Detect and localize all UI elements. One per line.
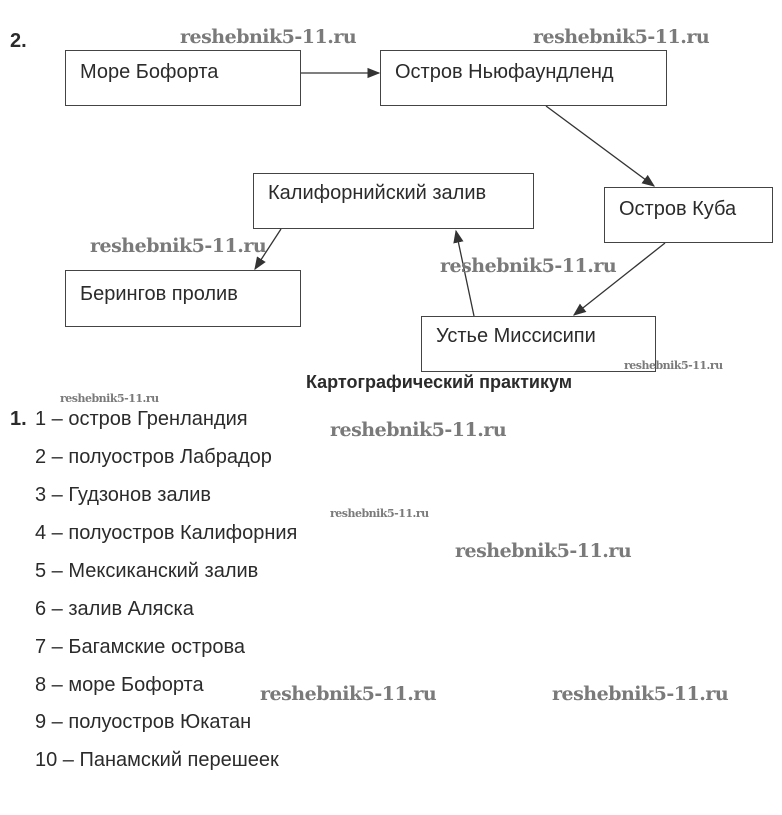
box-gulf-of-california: Калифорнийский залив (253, 173, 534, 229)
list-item: 7 – Багамские острова (35, 636, 245, 658)
list-item: 9 – полуостров Юкатан (35, 711, 252, 733)
list-item: 1 – остров Гренландия (35, 408, 248, 430)
list-item: 4 – полуостров Калифорния (35, 522, 298, 544)
box-mississippi-delta: Устье Миссисипи (421, 316, 656, 372)
task-2-number: 2. (10, 30, 27, 52)
watermark: reshebnik5-11.ru (330, 507, 429, 520)
watermark: reshebnik5-11.ru (455, 540, 632, 562)
task-1-number: 1. (10, 408, 27, 430)
watermark: reshebnik5-11.ru (624, 359, 723, 372)
watermark: reshebnik5-11.ru (60, 392, 159, 405)
list-item: 2 – полуостров Лабрадор (35, 446, 272, 468)
watermark: reshebnik5-11.ru (90, 235, 267, 257)
box-cuba: Остров Куба (604, 187, 773, 243)
arrow-cuba-mississippi (572, 242, 666, 316)
list-item: 10 – Панамский перешеек (35, 749, 279, 771)
arrow-california-bering (254, 228, 282, 271)
watermark: reshebnik5-11.ru (330, 419, 507, 441)
watermark: reshebnik5-11.ru (440, 255, 617, 277)
section-title: Картографический практикум (305, 372, 573, 392)
list-item: 5 – Мексиканский залив (35, 560, 259, 582)
watermark: reshebnik5-11.ru (260, 683, 437, 705)
box-bering-strait: Берингов пролив (65, 270, 301, 327)
list-item: 8 – море Бофорта (35, 674, 204, 696)
arrow-mississippi-california (453, 229, 475, 317)
watermark: reshebnik5-11.ru (552, 683, 729, 705)
arrow-newfoundland-cuba (545, 105, 656, 187)
watermark: reshebnik5-11.ru (180, 26, 357, 48)
list-item: 6 – залив Аляска (35, 598, 194, 620)
box-beaufort-sea: Море Бофорта (65, 50, 301, 106)
box-newfoundland: Остров Ньюфаундленд (380, 50, 667, 106)
watermark: reshebnik5-11.ru (533, 26, 710, 48)
list-item: 3 – Гудзонов залив (35, 484, 212, 506)
